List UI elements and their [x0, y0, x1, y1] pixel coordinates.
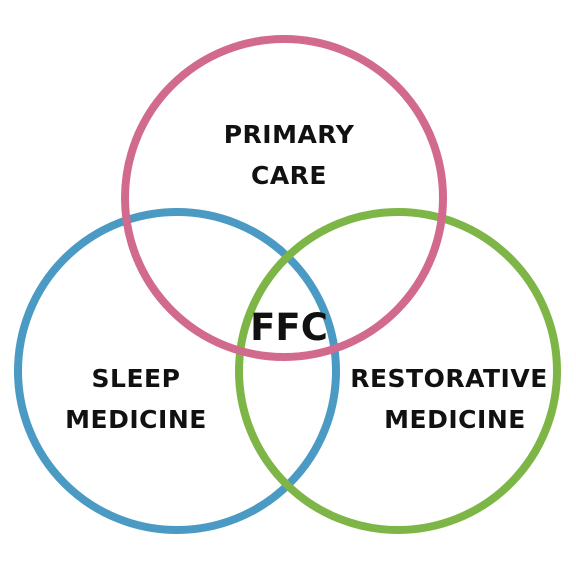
- restorative-medicine-circle: [235, 208, 561, 534]
- primary-care-label-line-1: PRIMARY: [224, 120, 355, 149]
- primary-care-label-line-2: CARE: [251, 161, 327, 190]
- sleep-medicine-label-line-1: SLEEP: [92, 364, 181, 393]
- sleep-medicine-circle: [14, 208, 340, 534]
- restorative-medicine-label-line-2: MEDICINE: [384, 405, 526, 434]
- sleep-medicine-label-line-2: MEDICINE: [65, 405, 207, 434]
- restorative-medicine-label-line-1: RESTORATIVE: [350, 364, 548, 393]
- primary-care-circle: [121, 35, 447, 361]
- center-intersection-label: FFC: [250, 306, 328, 349]
